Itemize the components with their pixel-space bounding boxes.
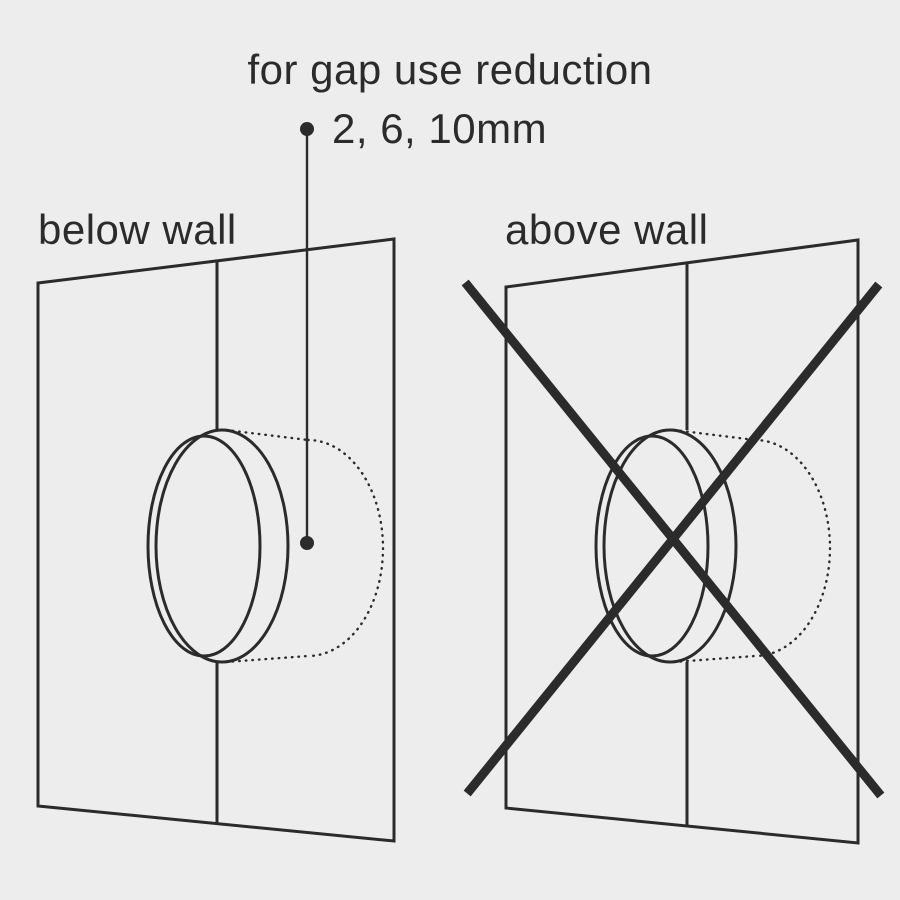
right-hidden-body-top-line (672, 428, 757, 442)
left-diagram-below-wall (36, 237, 396, 843)
left-wall-outline (36, 237, 396, 843)
right-panel-label: above wall (505, 206, 708, 253)
x-mark-line-2 (463, 281, 883, 797)
title-text: for gap use reduction (247, 46, 652, 93)
right-diagram-above-wall (461, 238, 885, 845)
pointer-end-dot (300, 536, 314, 550)
left-knob-front-ellipse (146, 434, 262, 658)
left-knob-rim-ellipse (154, 428, 290, 664)
left-hidden-body-arc (306, 438, 385, 658)
x-mark (461, 279, 885, 799)
note-text: 2, 6, 10mm (332, 105, 547, 152)
right-hidden-body-arc (753, 438, 832, 658)
left-hidden-body-bottom-line (224, 654, 310, 664)
left-hidden-body-top-line (224, 428, 310, 442)
right-wall-outline (504, 238, 860, 845)
left-panel-label: below wall (38, 206, 237, 253)
gap-pointer (300, 122, 314, 550)
right-knob-rim-ellipse (602, 428, 738, 664)
right-hidden-body-bottom-line (672, 654, 757, 664)
